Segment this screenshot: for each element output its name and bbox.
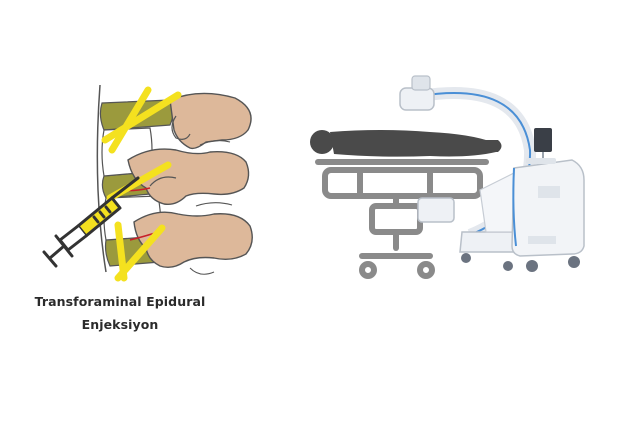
xray-source-head xyxy=(399,75,435,111)
detector xyxy=(417,197,455,223)
c-arm-fluoroscopy-illustration xyxy=(310,75,585,279)
vertebra-upper-process xyxy=(169,92,252,150)
caption-line-1: Transforaminal Epidural xyxy=(34,294,206,309)
illustration-caption: Transforaminal Epidural Enjeksiyon xyxy=(20,290,220,336)
vertebra-middle-foramen xyxy=(149,176,177,187)
operating-table xyxy=(315,159,489,279)
sketch-lines xyxy=(189,139,233,275)
vertebra-middle xyxy=(127,148,250,206)
control-cabinet xyxy=(511,159,585,272)
vertebra-upper-articular xyxy=(171,115,191,140)
patient-silhouette xyxy=(310,130,502,157)
spine-outline xyxy=(96,84,107,273)
caption-line-2: Enjeksiyon xyxy=(81,317,159,332)
syringe-icon xyxy=(42,176,140,268)
monitor xyxy=(526,128,556,164)
spine-injection-illustration xyxy=(42,84,253,282)
